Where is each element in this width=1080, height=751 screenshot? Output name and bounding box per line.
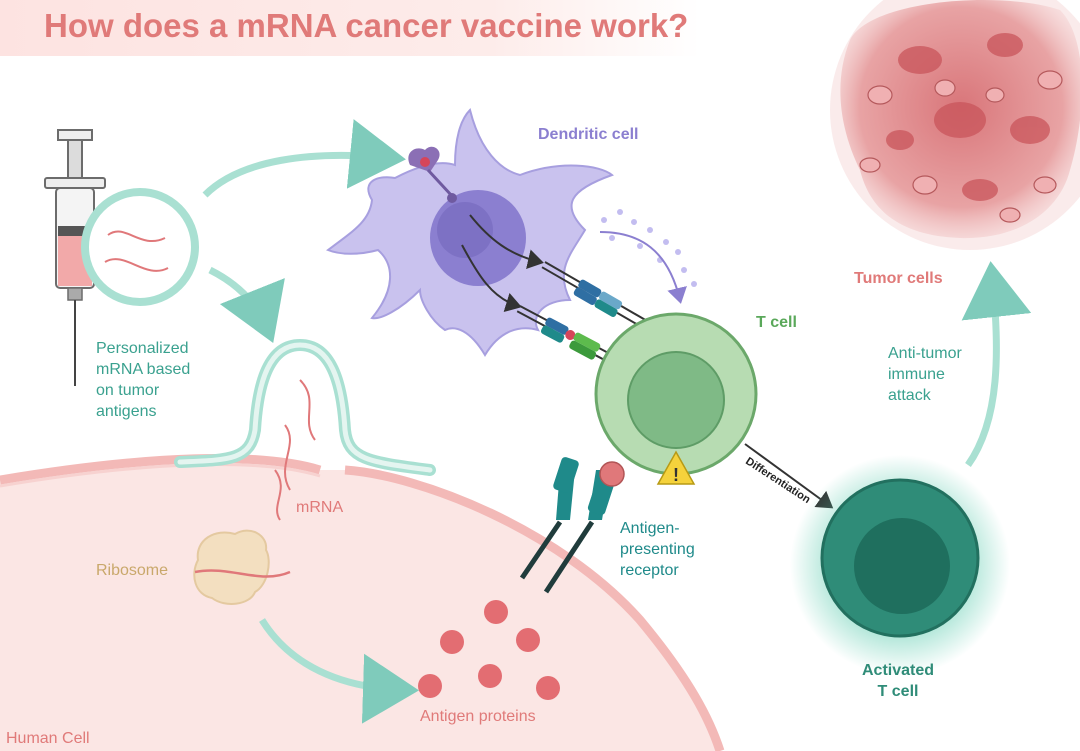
personalized-mrna-label: Personalized mRNA based on tumor antigen…	[96, 338, 190, 422]
antigen-proteins-label: Antigen proteins	[420, 708, 536, 725]
antigen-receptor-label: Antigen- presenting receptor	[620, 518, 695, 581]
t-cell	[594, 312, 758, 476]
arrow-to-proteins	[259, 618, 419, 724]
dendritic-cell	[325, 108, 614, 357]
antigen-receptor-line-2: presenting	[620, 541, 695, 558]
cytokine-arrow	[599, 231, 687, 304]
activated-line-2: T cell	[877, 683, 919, 700]
cytokine-dots	[601, 209, 697, 287]
human-cell-label: Human Cell	[6, 730, 90, 747]
warning-icon: !	[656, 450, 696, 485]
arrow-to-dendritic	[202, 119, 406, 198]
personalized-line-2: mRNA based	[96, 361, 191, 378]
activated-t-cell-label: Activated T cell	[848, 660, 948, 702]
antigen-proteins	[418, 600, 560, 700]
antigen-receptor-line-1: Antigen-	[620, 520, 680, 537]
antigen-receptor-icon	[519, 457, 625, 594]
t-cell-label: T cell	[756, 314, 797, 331]
arrow-to-tumor	[961, 261, 1032, 468]
ribosome-label: Ribosome	[96, 562, 169, 579]
anti-tumor-line-1: Anti-tumor	[888, 345, 962, 362]
personalized-line-1: Personalized	[96, 340, 189, 357]
personalized-line-3: on tumor	[96, 382, 160, 399]
anti-tumor-label: Anti-tumor immune attack	[888, 343, 962, 406]
personalized-line-4: antigens	[96, 403, 157, 420]
mrna-strands	[274, 379, 316, 521]
svg-text:!: !	[673, 465, 679, 485]
anti-tumor-line-2: immune	[888, 366, 945, 383]
title-banner: How does a mRNA cancer vaccine work?	[0, 0, 700, 56]
lipid-nanoparticle	[81, 188, 199, 306]
arrow-to-cell	[208, 266, 285, 343]
dendritic-cell-label: Dendritic cell	[538, 126, 639, 143]
human-cell	[0, 454, 725, 751]
tumor-cells-label: Tumor cells	[854, 270, 943, 287]
mrna-label: mRNA	[296, 499, 344, 516]
anti-tumor-line-3: attack	[888, 387, 931, 404]
antigen-path-arrow-2	[461, 244, 522, 313]
activated-t-cell	[790, 455, 1010, 675]
activated-line-1: Activated	[861, 662, 935, 679]
endocytosis-vesicle	[174, 338, 436, 476]
tumor-cells	[830, 0, 1080, 250]
page-title: How does a mRNA cancer vaccine work?	[44, 7, 689, 44]
ribosome-icon	[193, 529, 291, 605]
antigen-receptor-line-3: receptor	[620, 562, 679, 579]
antigen-path-arrow-1	[469, 214, 544, 270]
